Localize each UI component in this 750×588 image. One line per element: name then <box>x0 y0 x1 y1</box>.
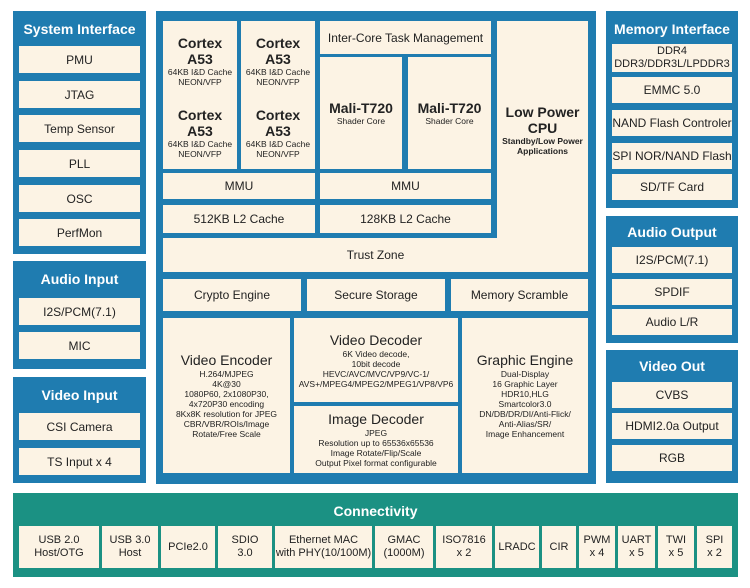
video-input-panel: Video Input CSI Camera TS Input x 4 <box>13 377 146 483</box>
video-out-panel: Video Out CVBS HDMI2.0a Output RGB <box>606 350 738 483</box>
system-interface-title: System Interface <box>23 21 136 37</box>
inter-core-task-management: Inter-Core Task Management <box>320 21 491 54</box>
video-out-cvbs: CVBS <box>612 382 732 408</box>
sys-pll: PLL <box>19 150 140 177</box>
memory-interface-title: Memory Interface <box>614 21 730 37</box>
mem-emmc: EMMC 5.0 <box>612 77 732 103</box>
connectivity-panel: Connectivity USB 2.0 Host/OTG USB 3.0 Ho… <box>13 493 738 577</box>
video-input-csi: CSI Camera <box>19 413 140 440</box>
cortex-a53-core-1: Cortex A53 64KB I&D Cache NEON/VFP <box>163 21 237 101</box>
conn-ethernet-mac: Ethernet MAC with PHY(10/100M) <box>275 526 372 568</box>
mmu-mali: MMU <box>320 173 491 199</box>
conn-uart: UART x 5 <box>618 526 655 568</box>
conn-spi: SPI x 2 <box>697 526 732 568</box>
core-panel: Cortex A53 64KB I&D Cache NEON/VFP Corte… <box>156 11 596 484</box>
video-out-hdmi: HDMI2.0a Output <box>612 413 732 439</box>
mali-t720-core-2: Mali-T720 Shader Core <box>408 57 491 169</box>
graphic-engine: Graphic Engine Dual-Display 16 Graphic L… <box>462 318 588 473</box>
sys-perfmon: PerfMon <box>19 219 140 246</box>
memory-scramble: Memory Scramble <box>451 279 588 311</box>
memory-interface-panel: Memory Interface DDR4 DDR3/DDR3L/LPDDR3 … <box>606 11 738 208</box>
conn-usb2: USB 2.0 Host/OTG <box>19 526 99 568</box>
audio-output-title: Audio Output <box>627 224 717 240</box>
audio-input-i2s: I2S/PCM(7.1) <box>19 298 140 325</box>
audio-output-spdif: SPDIF <box>612 279 732 305</box>
audio-input-title: Audio Input <box>40 271 119 287</box>
mem-spi-flash: SPI NOR/NAND Flash <box>612 143 732 169</box>
conn-pwm: PWM x 4 <box>579 526 615 568</box>
secure-storage: Secure Storage <box>307 279 445 311</box>
video-encoder: Video Encoder H.264/MJPEG 4K@30 1080P60,… <box>163 318 290 473</box>
cortex-a53-core-4: Cortex A53 64KB I&D Cache NEON/VFP <box>241 97 315 169</box>
trust-zone: Trust Zone <box>163 238 588 272</box>
conn-sdio: SDIO 3.0 <box>218 526 272 568</box>
l2-cache-128kb: 128KB L2 Cache <box>320 205 491 233</box>
crypto-engine: Crypto Engine <box>163 279 301 311</box>
connectivity-title: Connectivity <box>333 503 418 519</box>
l2-cache-512kb: 512KB L2 Cache <box>163 205 315 233</box>
conn-lradc: LRADC <box>495 526 539 568</box>
mem-sd-card: SD/TF Card <box>612 174 732 200</box>
audio-output-i2s: I2S/PCM(7.1) <box>612 247 732 273</box>
video-out-rgb: RGB <box>612 445 732 471</box>
image-decoder: Image Decoder JPEG Resolution up to 6553… <box>294 406 458 473</box>
mmu-cortex: MMU <box>163 173 315 199</box>
cortex-a53-core-2: Cortex A53 64KB I&D Cache NEON/VFP <box>241 21 315 101</box>
sys-jtag: JTAG <box>19 81 140 108</box>
system-interface-panel: System Interface PMU JTAG Temp Sensor PL… <box>13 11 146 254</box>
cortex-a53-core-3: Cortex A53 64KB I&D Cache NEON/VFP <box>163 97 237 169</box>
mem-ddr: DDR4 DDR3/DDR3L/LPDDR3 <box>612 44 732 72</box>
sys-pmu: PMU <box>19 46 140 73</box>
video-decoder: Video Decoder 6K Video decode, 10bit dec… <box>294 318 458 402</box>
audio-output-panel: Audio Output I2S/PCM(7.1) SPDIF Audio L/… <box>606 216 738 343</box>
video-input-title: Video Input <box>41 387 118 403</box>
conn-cir: CIR <box>542 526 576 568</box>
sys-osc: OSC <box>19 185 140 212</box>
audio-input-panel: Audio Input I2S/PCM(7.1) MIC <box>13 261 146 369</box>
low-power-cpu: Low Power CPU Standby/Low Power Applicat… <box>497 21 588 238</box>
video-input-ts: TS Input x 4 <box>19 448 140 475</box>
video-out-title: Video Out <box>639 358 705 374</box>
conn-usb3: USB 3.0 Host <box>102 526 158 568</box>
audio-output-lr: Audio L/R <box>612 309 732 335</box>
conn-gmac: GMAC (1000M) <box>375 526 433 568</box>
conn-iso7816: ISO7816 x 2 <box>436 526 492 568</box>
mem-nand-controller: NAND Flash Controler <box>612 110 732 136</box>
mali-t720-core-1: Mali-T720 Shader Core <box>320 57 402 169</box>
audio-input-mic: MIC <box>19 332 140 359</box>
sys-temp-sensor: Temp Sensor <box>19 115 140 142</box>
conn-pcie: PCIe2.0 <box>161 526 215 568</box>
conn-twi: TWI x 5 <box>658 526 694 568</box>
